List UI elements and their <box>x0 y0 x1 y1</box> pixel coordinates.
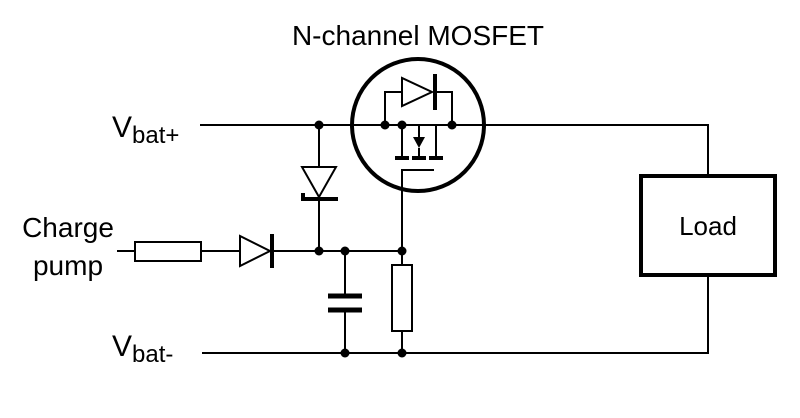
zener-diode-icon <box>300 166 338 200</box>
vbat-plus-to-load-wire <box>485 124 709 176</box>
mosfet-drain-lead <box>435 124 452 157</box>
charge-pump-label-line2: pump <box>33 250 103 281</box>
mosfet-title: N-channel MOSFET <box>292 20 544 51</box>
mosfet-arrow-icon <box>413 137 425 148</box>
junction-dot <box>380 120 390 130</box>
junction-dot <box>447 120 457 130</box>
vbat-plus-sub: bat+ <box>132 122 179 149</box>
vbat-minus-main: V <box>112 330 132 363</box>
series-diode-icon <box>239 234 273 268</box>
vbat-minus-label: Vbat- <box>112 330 173 368</box>
junction-dot <box>314 246 324 256</box>
junction-dot <box>397 246 407 256</box>
junction-dot <box>314 120 324 130</box>
body-diode-left-wire <box>384 91 402 125</box>
vbat-plus-label: Vbat+ <box>112 111 179 149</box>
load-box <box>639 174 777 277</box>
gate-resistor <box>391 264 413 332</box>
junction-dot <box>340 348 350 358</box>
junction-dot <box>340 246 350 256</box>
mosfet-gate-plate <box>401 169 434 191</box>
junction-dot <box>397 348 407 358</box>
zener-diode-cathode <box>301 193 338 201</box>
body-diode-right-wire <box>435 91 453 125</box>
load-label: Load <box>679 211 737 241</box>
vbat-minus-sub: bat- <box>132 341 173 368</box>
body-diode-icon <box>401 76 435 108</box>
vbat-minus-wire <box>202 275 709 354</box>
junction-dot <box>397 120 407 130</box>
charge-pump-label-line1: Charge <box>22 212 114 243</box>
series-resistor <box>134 241 202 262</box>
vbat-plus-main: V <box>112 111 132 144</box>
